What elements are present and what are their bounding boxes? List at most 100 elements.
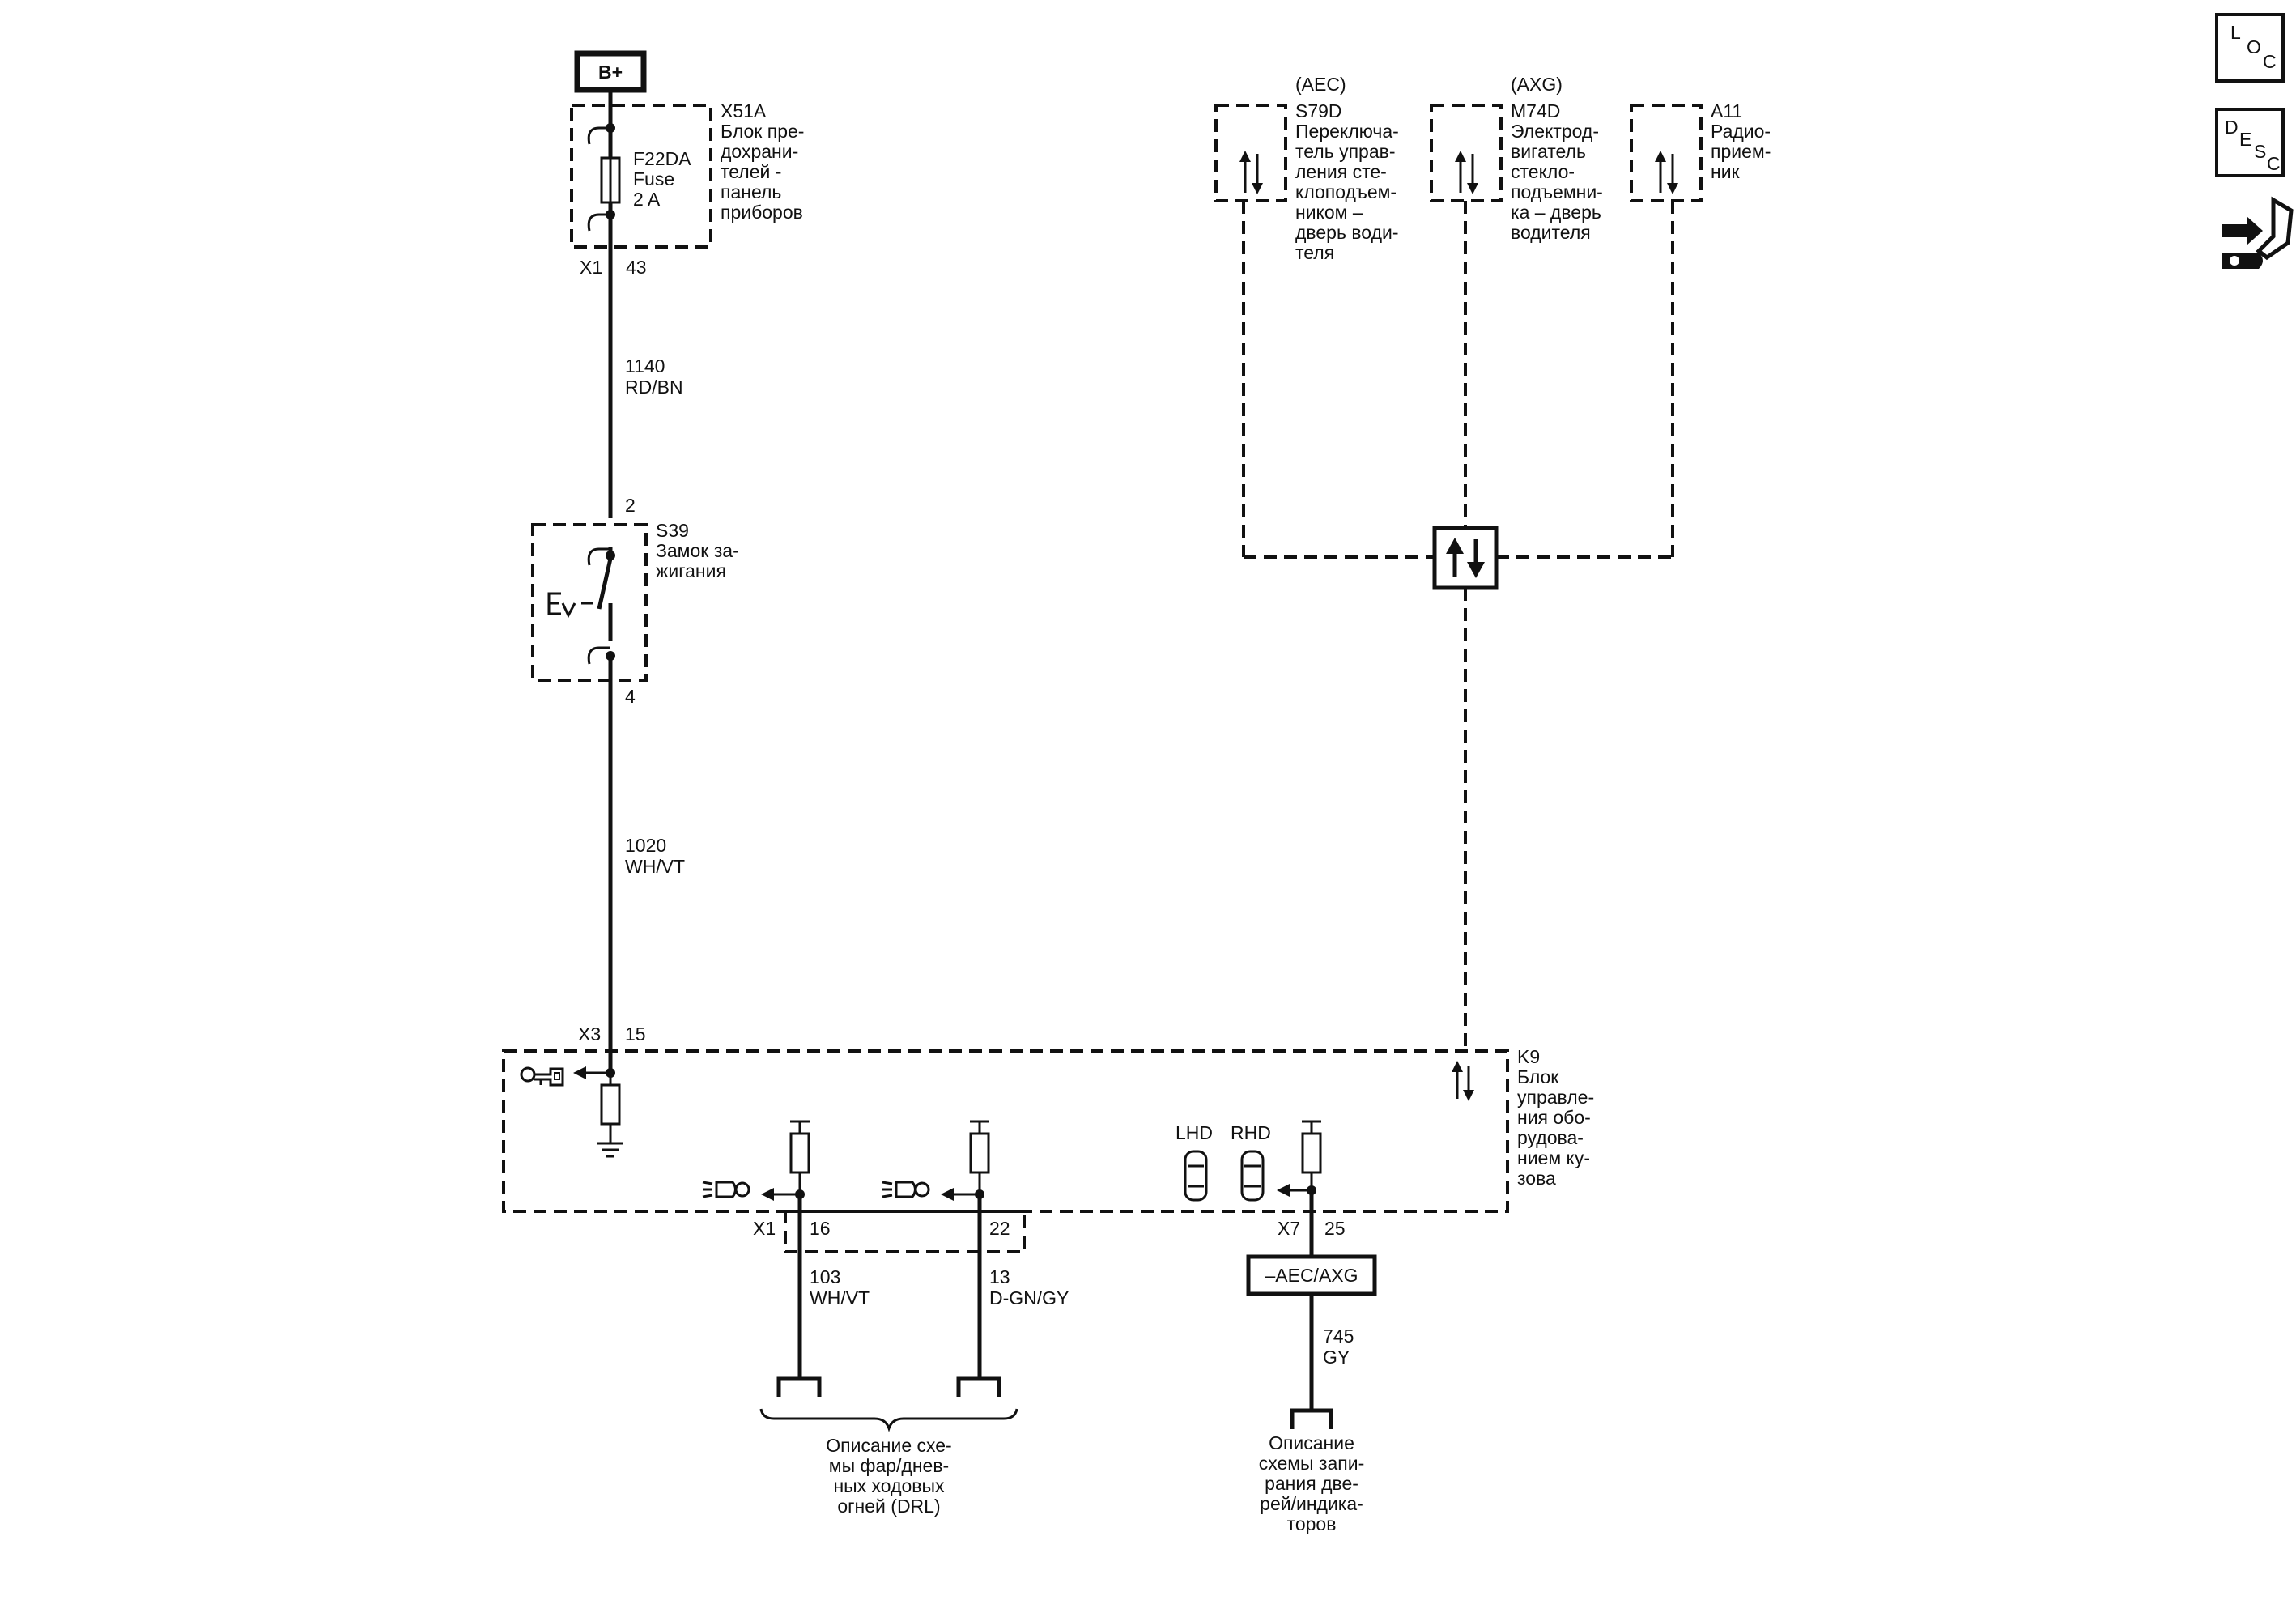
lhd-label: LHD xyxy=(1176,1122,1213,1143)
serial-data-modules: (AEC) S79D Переключа- тель управ- ления … xyxy=(1214,74,1771,1051)
rhd-label: RHD xyxy=(1231,1122,1271,1143)
a11-outline xyxy=(1630,104,1703,202)
bcm-desc-1: Блок xyxy=(1517,1066,1559,1087)
desc-letter-s: S xyxy=(2254,141,2266,162)
body-control-module: LHD RHD K9 Блок управле- ния обо- xyxy=(502,1046,1594,1213)
bcm-desc-6: зова xyxy=(1517,1168,1556,1189)
drl-connector-pin-b: 22 xyxy=(989,1218,1010,1239)
s79d-desc-1: Переключа- xyxy=(1295,121,1399,142)
drl-ref-2: мы фар/днев- xyxy=(829,1455,949,1476)
m74d-desc-3: стекло- xyxy=(1511,161,1575,182)
drl-connector-pin-a: 16 xyxy=(810,1218,831,1239)
a11-desc-2: прием- xyxy=(1711,141,1771,162)
bcm-desc-2: управле- xyxy=(1517,1087,1594,1108)
desc-icon[interactable] xyxy=(2215,108,2285,177)
wire-745-color: GY xyxy=(1323,1347,1350,1368)
m74d-desc-4: подъемни- xyxy=(1511,181,1603,202)
m74d-desc-6: водителя xyxy=(1511,222,1591,243)
m74d-option: (AXG) xyxy=(1511,74,1563,95)
a11-desc-1: Радио- xyxy=(1711,121,1771,142)
loc-letter-top: L xyxy=(2230,22,2241,43)
fuse-block-desc-4: панель xyxy=(721,181,781,202)
a11-desc-3: ник xyxy=(1711,161,1741,182)
fuse-block-id: X51A xyxy=(721,100,767,121)
lock-connector-pin: 25 xyxy=(1324,1218,1346,1239)
s79d-outline xyxy=(1214,104,1287,202)
bcm-x3-pin: 15 xyxy=(625,1023,646,1045)
lock-ref-5: торов xyxy=(1287,1513,1337,1534)
desc-button[interactable]: D E S C xyxy=(2215,108,2285,177)
s79d-desc-6: дверь води- xyxy=(1295,222,1399,243)
bcm-desc-3: ния обо- xyxy=(1517,1107,1591,1128)
ignition-desc-1: Замок за- xyxy=(656,540,739,561)
loc-icon[interactable] xyxy=(2215,13,2285,83)
bcm-id: K9 xyxy=(1517,1046,1540,1067)
data-bus-arrows-icon xyxy=(1452,1061,1474,1101)
key-fob-icon xyxy=(520,1066,564,1087)
wire-745-circuit: 745 xyxy=(1323,1326,1354,1347)
loc-letter-mid: O xyxy=(2247,36,2261,57)
drl-connector-id: X1 xyxy=(753,1218,776,1239)
ignition-switch-id: S39 xyxy=(656,520,689,541)
s79d-desc-2: тель управ- xyxy=(1295,141,1396,162)
lock-connector-id: X7 xyxy=(1278,1218,1300,1239)
option-box xyxy=(1246,1254,1377,1296)
wire-1140-color: RD/BN xyxy=(625,377,683,398)
wire-103-color: WH/VT xyxy=(810,1287,870,1308)
ground-icon xyxy=(597,1142,623,1158)
headlamp-icon-a xyxy=(702,1181,750,1198)
drl-ref-1: Описание схе- xyxy=(826,1435,951,1456)
fuse-id: F22DA xyxy=(633,148,691,169)
a11-id: A11 xyxy=(1711,100,1742,121)
power-feed: B+ F22DA Fuse 2 A X51A Блок пре- дохрани… xyxy=(531,50,804,1073)
fuse-block-outline xyxy=(570,104,712,249)
ignition-pin-out: 4 xyxy=(625,686,636,707)
wire-1020-circuit: 1020 xyxy=(625,835,666,856)
desc-letter-e: E xyxy=(2239,129,2251,150)
s79d-desc-4: клоподъем- xyxy=(1295,181,1397,202)
desc-letter-c: C xyxy=(2267,153,2281,174)
bcm-desc-5: нием ку- xyxy=(1517,1147,1590,1168)
loc-button[interactable]: L O C xyxy=(2215,13,2285,83)
connector-repair-icon[interactable] xyxy=(2222,196,2294,269)
wire-13-circuit: 13 xyxy=(989,1266,1010,1287)
lock-ref-2: схемы запи- xyxy=(1259,1453,1365,1474)
fuse-connector-id: X1 xyxy=(580,257,602,278)
ignition-desc-2: жигания xyxy=(656,560,726,581)
ignition-switch-outline xyxy=(531,523,648,682)
m74d-desc-5: ка – дверь xyxy=(1511,202,1601,223)
bcm-desc-4: рудова- xyxy=(1517,1127,1584,1148)
drl-connector-outline xyxy=(784,1210,1026,1253)
wire-1140-circuit: 1140 xyxy=(625,355,665,377)
wire-1020-color: WH/VT xyxy=(625,856,685,877)
lock-ref-3: рания две- xyxy=(1265,1473,1358,1494)
m74d-outline xyxy=(1430,104,1503,202)
drl-circuits: X1 16 22 103 WH/VT 13 D-GN/GY Описание с… xyxy=(753,1194,1069,1517)
bcm-x3-id: X3 xyxy=(578,1023,601,1045)
fuse-block-desc-2: дохрани- xyxy=(721,141,798,162)
rhd-vehicle-icon xyxy=(1240,1150,1265,1202)
headlamp-icon-b xyxy=(882,1181,930,1198)
wire-13-color: D-GN/GY xyxy=(989,1287,1069,1308)
drl-reference-brace xyxy=(759,1408,1018,1432)
m74d-desc-1: Электрод- xyxy=(1511,121,1599,142)
m74d-bus-icon xyxy=(1455,151,1478,194)
drl-ref-3: ных ходовых xyxy=(833,1475,945,1496)
fuse-connector-pin: 43 xyxy=(626,257,647,278)
door-lock-circuit: X7 25 –AEC/AXG 745 GY Описание схемы зап… xyxy=(1246,1190,1377,1534)
s79d-desc-3: ления сте- xyxy=(1295,161,1387,182)
lock-ref-4: рей/индика- xyxy=(1260,1493,1363,1514)
m74d-id: M74D xyxy=(1511,100,1560,121)
wire-103-circuit: 103 xyxy=(810,1266,840,1287)
drl-ref-4: огней (DRL) xyxy=(837,1496,940,1517)
fuse-block-desc-5: приборов xyxy=(721,202,803,223)
desc-letter-d: D xyxy=(2225,117,2239,138)
option-box-label: –AEC/AXG xyxy=(1265,1265,1358,1286)
m74d-desc-2: вигатель xyxy=(1511,141,1586,162)
serial-data-splice-icon xyxy=(1432,526,1499,590)
s79d-bus-icon xyxy=(1239,151,1263,194)
b-plus-label: B+ xyxy=(598,62,623,83)
fuse-block-desc-1: Блок пре- xyxy=(721,121,804,142)
bcm-outline xyxy=(502,1049,1509,1213)
